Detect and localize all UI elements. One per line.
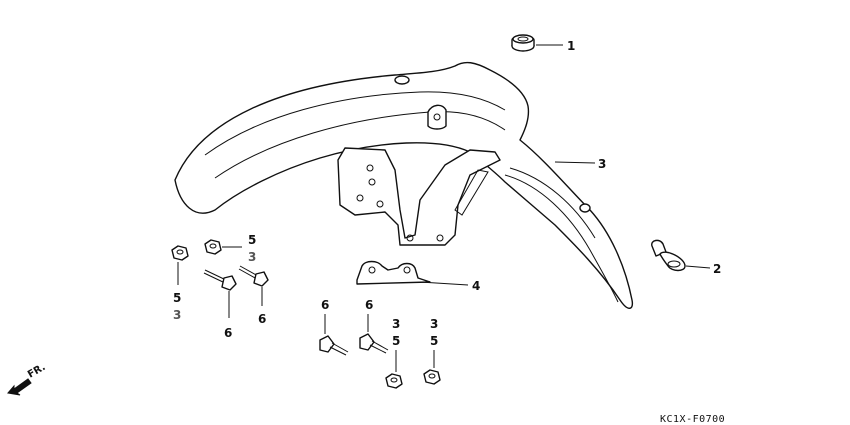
callout-a3: 3: [173, 308, 181, 322]
nut-left: [171, 245, 189, 285]
callout-3: 3: [598, 157, 606, 171]
callout-b5: 5: [248, 233, 256, 247]
front-direction-arrow-icon: FR.: [7, 362, 48, 396]
nut-upper: [204, 239, 242, 255]
part-2-clip: 2: [651, 239, 721, 276]
callout-a5: 5: [173, 291, 181, 305]
callout-d6: 6: [258, 312, 266, 326]
direction-label: FR.: [26, 362, 48, 381]
nut-h: [423, 350, 441, 385]
nut-g: [385, 350, 403, 389]
callout-c6: 6: [224, 326, 232, 340]
figure-code: KC1X-F0700: [660, 414, 725, 425]
fender-stay-bracket: [337, 147, 501, 246]
bolt-e: [319, 314, 349, 356]
bolt-d: [238, 265, 269, 306]
bolt-f: [359, 314, 389, 354]
callout-2: 2: [713, 262, 721, 276]
leader-3: [554, 161, 596, 164]
front-fender: [174, 61, 634, 309]
part-4-bracket: 4: [356, 260, 480, 293]
callout-g3: 3: [392, 317, 400, 331]
callout-b3: 3: [248, 250, 256, 264]
callout-1: 1: [567, 39, 575, 53]
callout-f6: 6: [365, 298, 373, 312]
callout-g5: 5: [392, 334, 400, 348]
callout-h3: 3: [430, 317, 438, 331]
bolt-c: [203, 269, 237, 318]
part-1-grommet: 1: [511, 34, 575, 53]
callout-e6: 6: [321, 298, 329, 312]
callout-h5: 5: [430, 334, 438, 348]
callout-4: 4: [472, 279, 480, 293]
